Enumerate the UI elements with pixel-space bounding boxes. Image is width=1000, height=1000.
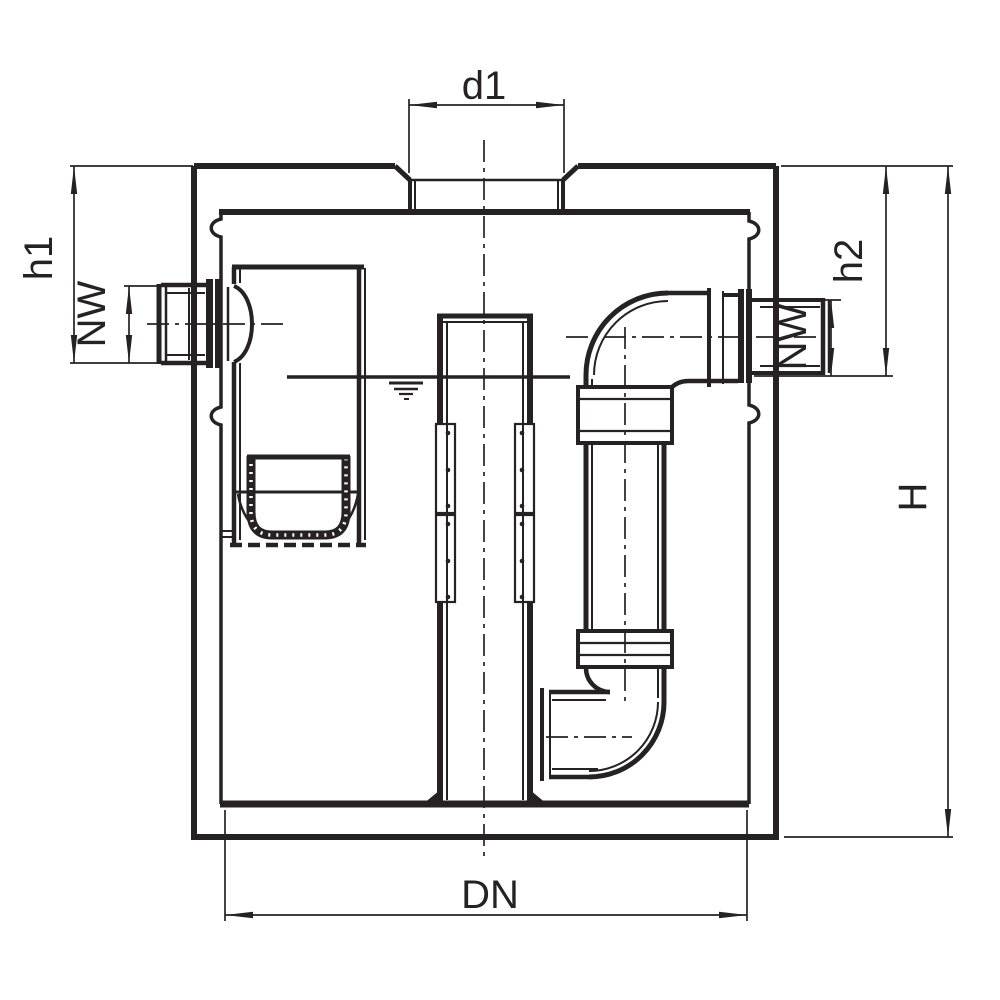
dimension-nw-right: NW (771, 299, 841, 376)
h1-arrow-bottom (70, 335, 78, 363)
dn-arrow-left (225, 911, 253, 919)
h-arrow-top (944, 166, 952, 194)
lower-elbow-outer-arc (588, 701, 667, 780)
dimension-d1: d1 (408, 64, 565, 173)
adjust-panel-right-upper (513, 422, 536, 515)
sludge-basket-perforation (249, 456, 348, 537)
panel-rivets (445, 430, 525, 600)
dn-label: DN (461, 873, 519, 917)
lid-bevel-left (393, 164, 412, 182)
inlet-wall-collar-1 (206, 279, 213, 368)
sludge-basket (246, 456, 351, 540)
inlet-bend-profile (232, 284, 254, 364)
h-label: H (891, 483, 935, 512)
h2-arrow-bottom (882, 348, 890, 376)
d1-label: d1 (462, 64, 507, 108)
lid-bevel-right (561, 164, 580, 182)
nw-left-arrow-top (125, 286, 133, 314)
h2-arrow-top (882, 166, 890, 194)
adjust-panel-right-lower (513, 513, 536, 604)
d1-arrow-right (536, 101, 564, 109)
dip-pipe (423, 313, 547, 804)
outlet-wall-collar-1 (738, 289, 744, 383)
dip-pipe-foot-left (423, 790, 440, 804)
inlet-baffle-box (221, 264, 366, 548)
lower-elbow-inner-arc (588, 701, 659, 772)
h1-label: h1 (17, 236, 61, 281)
d1-arrow-left (409, 101, 437, 109)
h-arrow-bottom (944, 809, 952, 837)
h1-arrow-top (70, 166, 78, 194)
inlet-pipe (147, 279, 284, 368)
nw-left-arrow-bottom (125, 335, 133, 363)
dimension-h2: h2 (754, 166, 893, 377)
dimension-nw-left: NW (70, 280, 161, 363)
dn-arrow-right (719, 911, 747, 919)
outlet-wall-collar-2 (746, 289, 752, 383)
dimension-h1: h1 (17, 165, 193, 364)
water-level (287, 375, 570, 400)
water-level-icon (389, 381, 423, 400)
upper-elbow-outer-arc (583, 290, 669, 376)
lower-elbow-inner-corner (583, 667, 611, 695)
outlet-pipework (540, 288, 831, 781)
nw-right-arrow-top (827, 300, 835, 328)
h2-label: h2 (827, 239, 871, 284)
nw-right-arrow-bottom (827, 348, 835, 376)
upper-elbow-inner-arc (593, 300, 669, 376)
adjust-panel-left-upper (434, 422, 457, 515)
dimension-dn: DN (224, 810, 748, 921)
dip-pipe-foot-right (530, 790, 547, 804)
adjust-panel-left-lower (434, 513, 457, 604)
nw-left-label: NW (70, 280, 114, 347)
inlet-wall-collar-2 (215, 279, 222, 368)
dimension-h: H (781, 165, 953, 838)
nw-right-label: NW (771, 303, 815, 370)
